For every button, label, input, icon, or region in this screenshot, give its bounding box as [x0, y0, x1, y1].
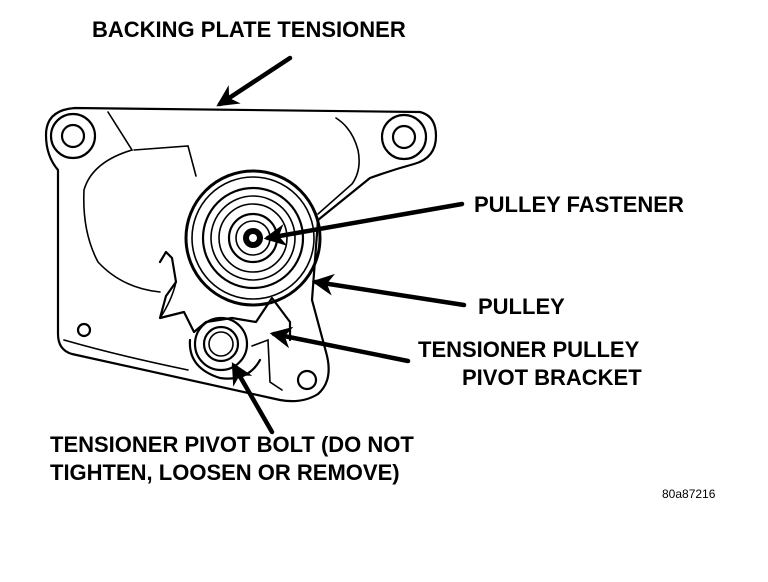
label-pivot-bracket-line2: PIVOT BRACKET [462, 365, 642, 390]
backing-plate [44, 106, 438, 403]
label-pivot-bolt-line2: TIGHTEN, LOOSEN OR REMOVE) [50, 460, 400, 485]
label-pivot-bracket-line1: TENSIONER PULLEY [418, 337, 640, 362]
label-pulley-fastener: PULLEY FASTENER [474, 192, 684, 217]
pulley-arrow [311, 273, 467, 308]
tensioner-pivot-bolt [193, 316, 249, 372]
pulley-fastener-arrow [263, 201, 465, 246]
reference-code: 80a87216 [662, 487, 716, 501]
backing-plate-arrow [216, 55, 293, 107]
pivot-bolt-arrow [231, 362, 275, 435]
pivot-bracket-arrow [269, 326, 411, 364]
label-pivot-bolt-line1: TENSIONER PIVOT BOLT (DO NOT [50, 432, 414, 457]
pulley-fastener [243, 228, 263, 248]
label-backing-plate-tensioner: BACKING PLATE TENSIONER [92, 17, 406, 42]
label-pulley: PULLEY [478, 294, 565, 319]
